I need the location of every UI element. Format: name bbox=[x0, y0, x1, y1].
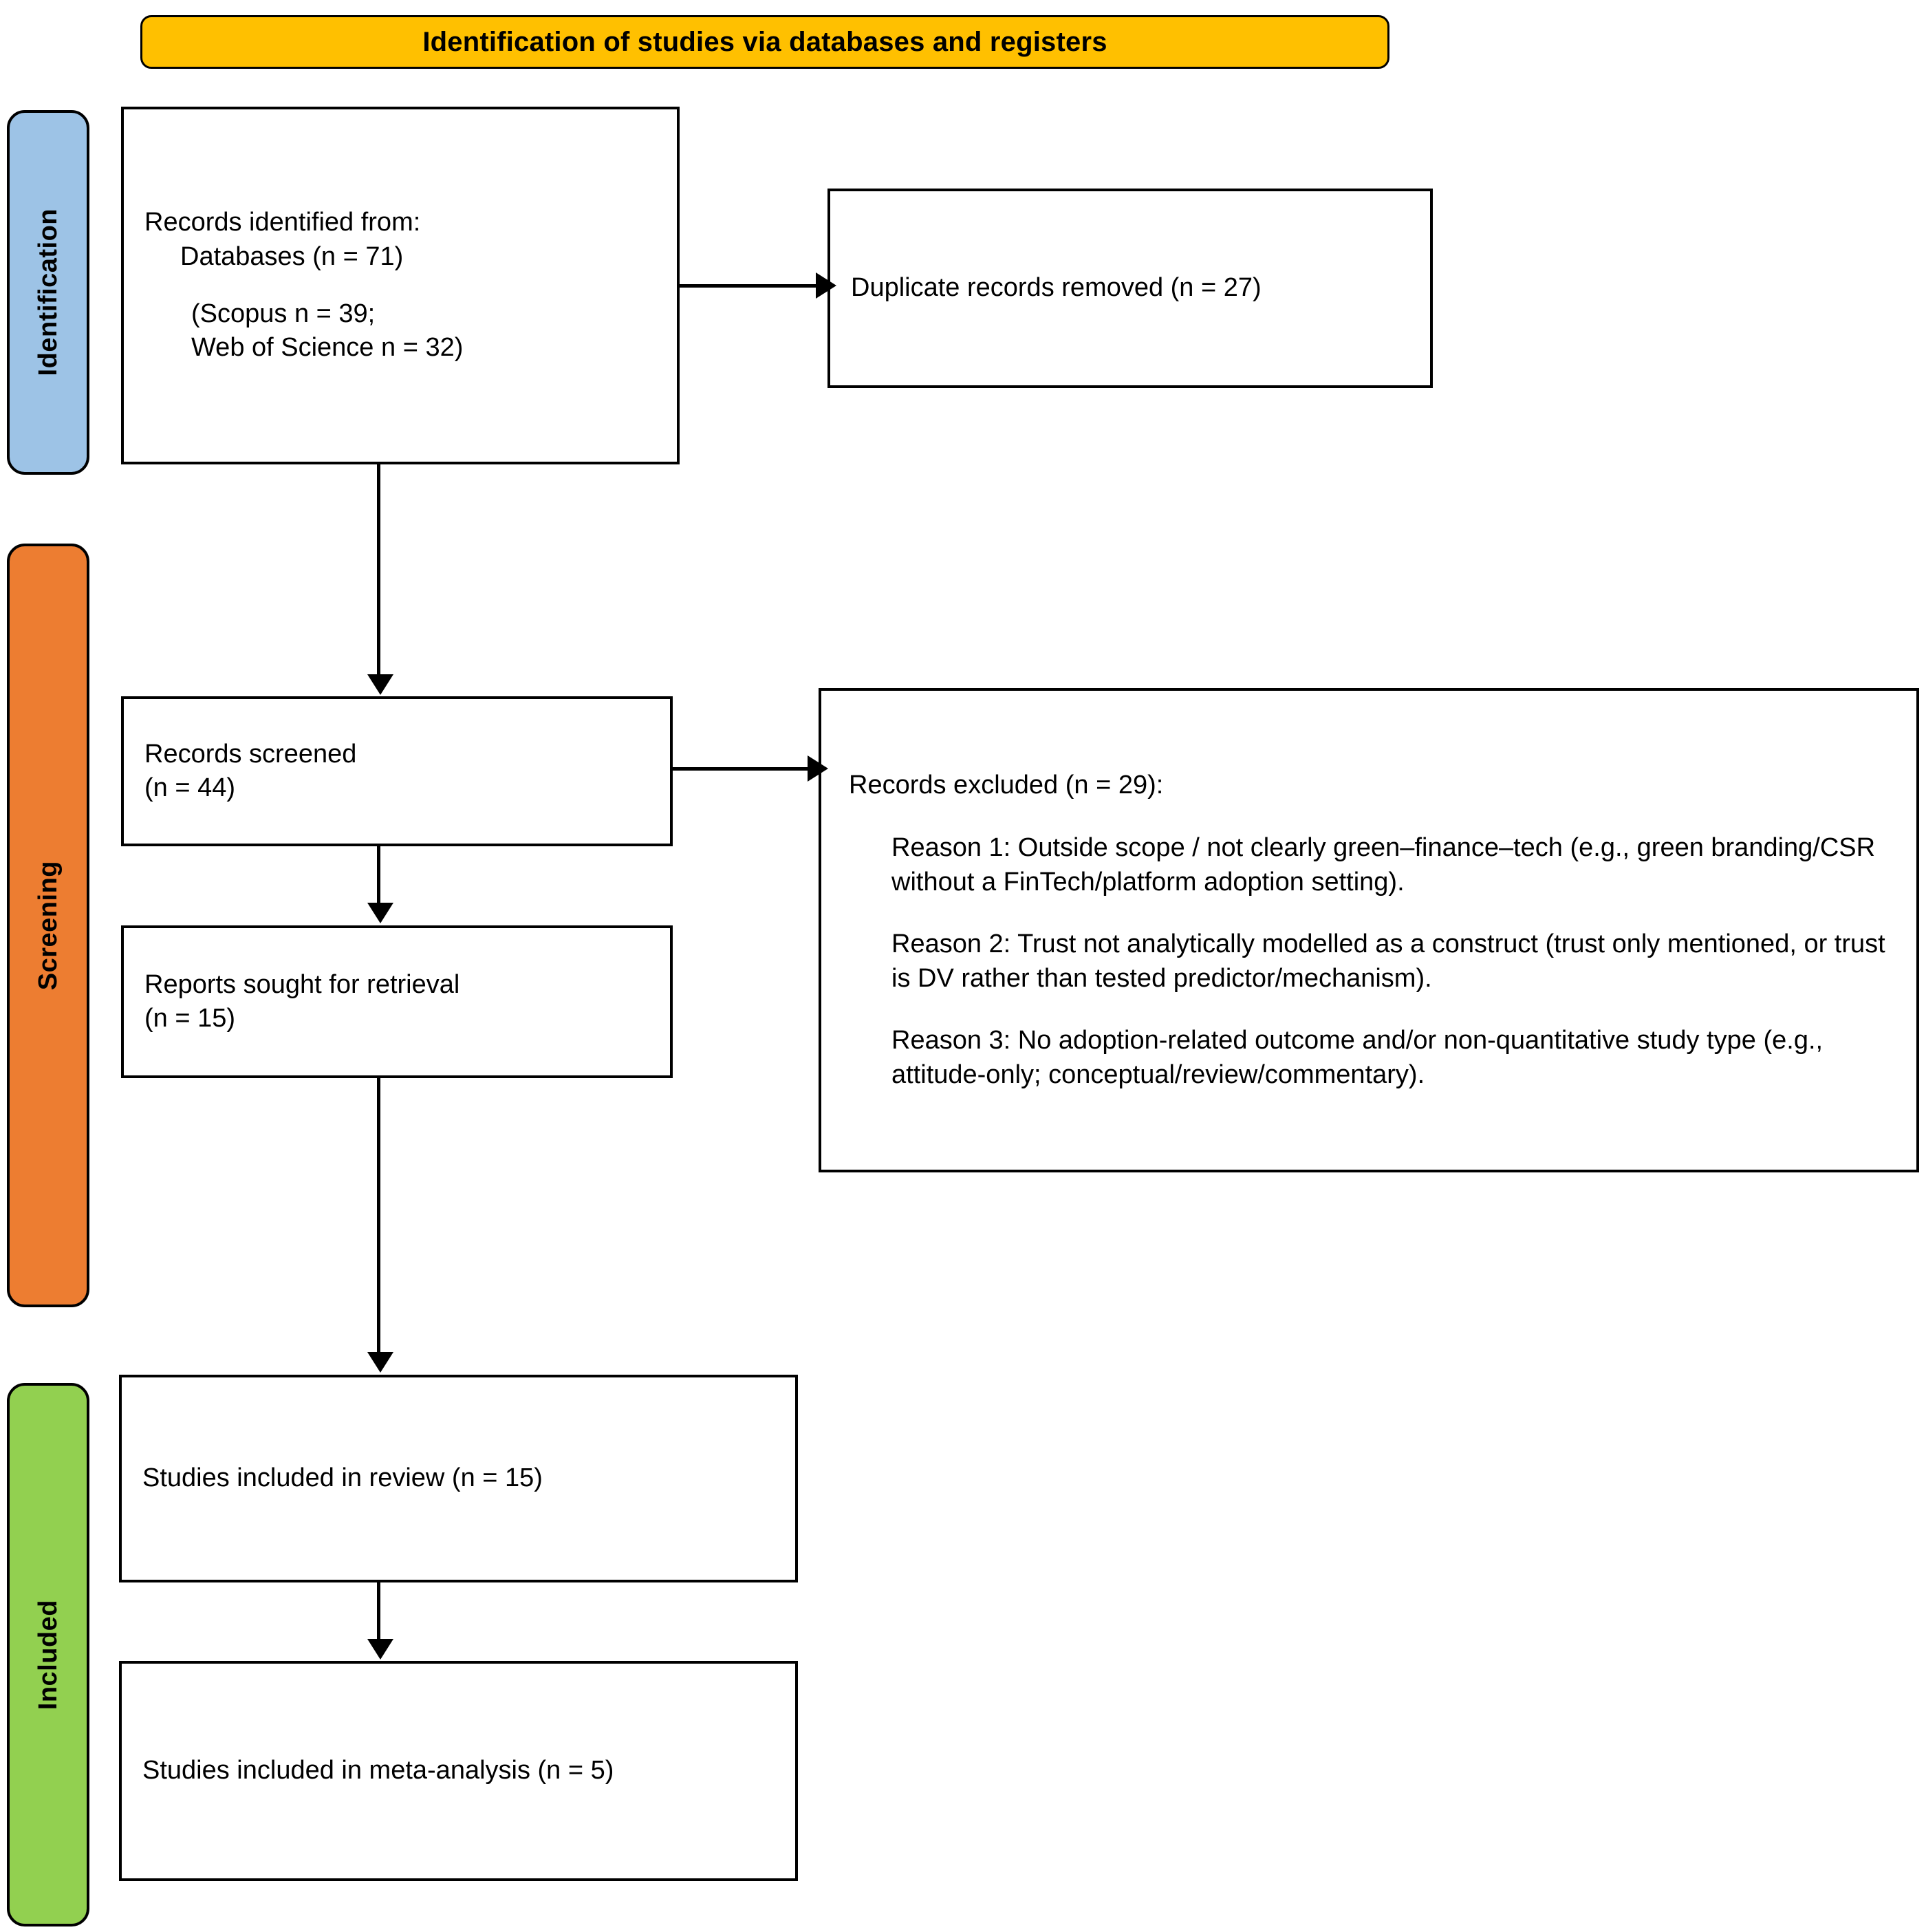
box-studies-included-in-meta-analysis: Studies included in meta-analysis (n = 5… bbox=[119, 1661, 798, 1881]
connector-reports-sought-to-review bbox=[377, 1078, 380, 1355]
arrow-head-right-icon bbox=[808, 755, 828, 782]
box-duplicate-records-removed: Duplicate records removed (n = 27) bbox=[827, 189, 1433, 388]
arrow-head-down-icon bbox=[367, 1352, 393, 1373]
arrow-head-down-icon bbox=[367, 903, 393, 923]
box-records-screened: Records screened (n = 44) bbox=[121, 696, 673, 846]
records-excluded-reason-3: Reason 3: No adoption-related outcome an… bbox=[891, 1026, 1830, 1090]
box-records-excluded: Records excluded (n = 29): Reason 1: Out… bbox=[819, 688, 1919, 1172]
box-studies-included-in-review: Studies included in review (n = 15) bbox=[119, 1375, 798, 1582]
connector-identified-to-screened bbox=[377, 464, 380, 678]
box-records-identified: Records identified from: Databases (n = … bbox=[121, 107, 680, 464]
records-identified-line3: (Scopus n = 39; bbox=[191, 299, 376, 328]
box-reports-sought-for-retrieval: Reports sought for retrieval (n = 15) bbox=[121, 925, 673, 1078]
reports-sought-line2: (n = 15) bbox=[144, 1004, 236, 1033]
records-identified-line2: Databases (n = 71) bbox=[180, 242, 404, 271]
records-screened-line2: (n = 44) bbox=[144, 773, 236, 802]
records-screened-line1: Records screened bbox=[144, 739, 357, 769]
arrow-head-right-icon bbox=[816, 272, 836, 299]
banner-title: Identification of studies via databases … bbox=[422, 26, 1107, 57]
records-excluded-reason-1: Reason 1: Outside scope / not clearly gr… bbox=[891, 833, 1883, 897]
connector-screened-to-excluded bbox=[673, 767, 810, 771]
studies-included-meta-text: Studies included in meta-analysis (n = 5… bbox=[142, 1756, 614, 1785]
records-identified-line4: Web of Science n = 32) bbox=[191, 333, 464, 363]
connector-identified-to-duplicates bbox=[680, 284, 817, 288]
records-excluded-reason-2: Reason 2: Trust not analytically modelle… bbox=[891, 929, 1893, 994]
duplicate-records-text: Duplicate records removed (n = 27) bbox=[851, 273, 1262, 303]
stage-label-included-text: Included bbox=[33, 1599, 63, 1710]
stage-label-identification-text: Identification bbox=[33, 208, 63, 376]
connector-review-to-meta bbox=[377, 1582, 380, 1642]
stage-label-screening: Screening bbox=[7, 544, 89, 1307]
records-identified-line1: Records identified from: bbox=[144, 208, 421, 237]
stage-label-screening-text: Screening bbox=[33, 860, 63, 991]
stage-label-included: Included bbox=[7, 1383, 89, 1926]
arrow-head-down-icon bbox=[367, 674, 393, 695]
records-excluded-heading: Records excluded (n = 29): bbox=[849, 771, 1164, 800]
diagram-banner: Identification of studies via databases … bbox=[140, 15, 1389, 69]
studies-included-review-text: Studies included in review (n = 15) bbox=[142, 1463, 543, 1493]
connector-screened-to-reports-sought bbox=[377, 846, 380, 905]
arrow-head-down-icon bbox=[367, 1639, 393, 1660]
reports-sought-line1: Reports sought for retrieval bbox=[144, 969, 460, 999]
stage-label-identification: Identification bbox=[7, 110, 89, 475]
